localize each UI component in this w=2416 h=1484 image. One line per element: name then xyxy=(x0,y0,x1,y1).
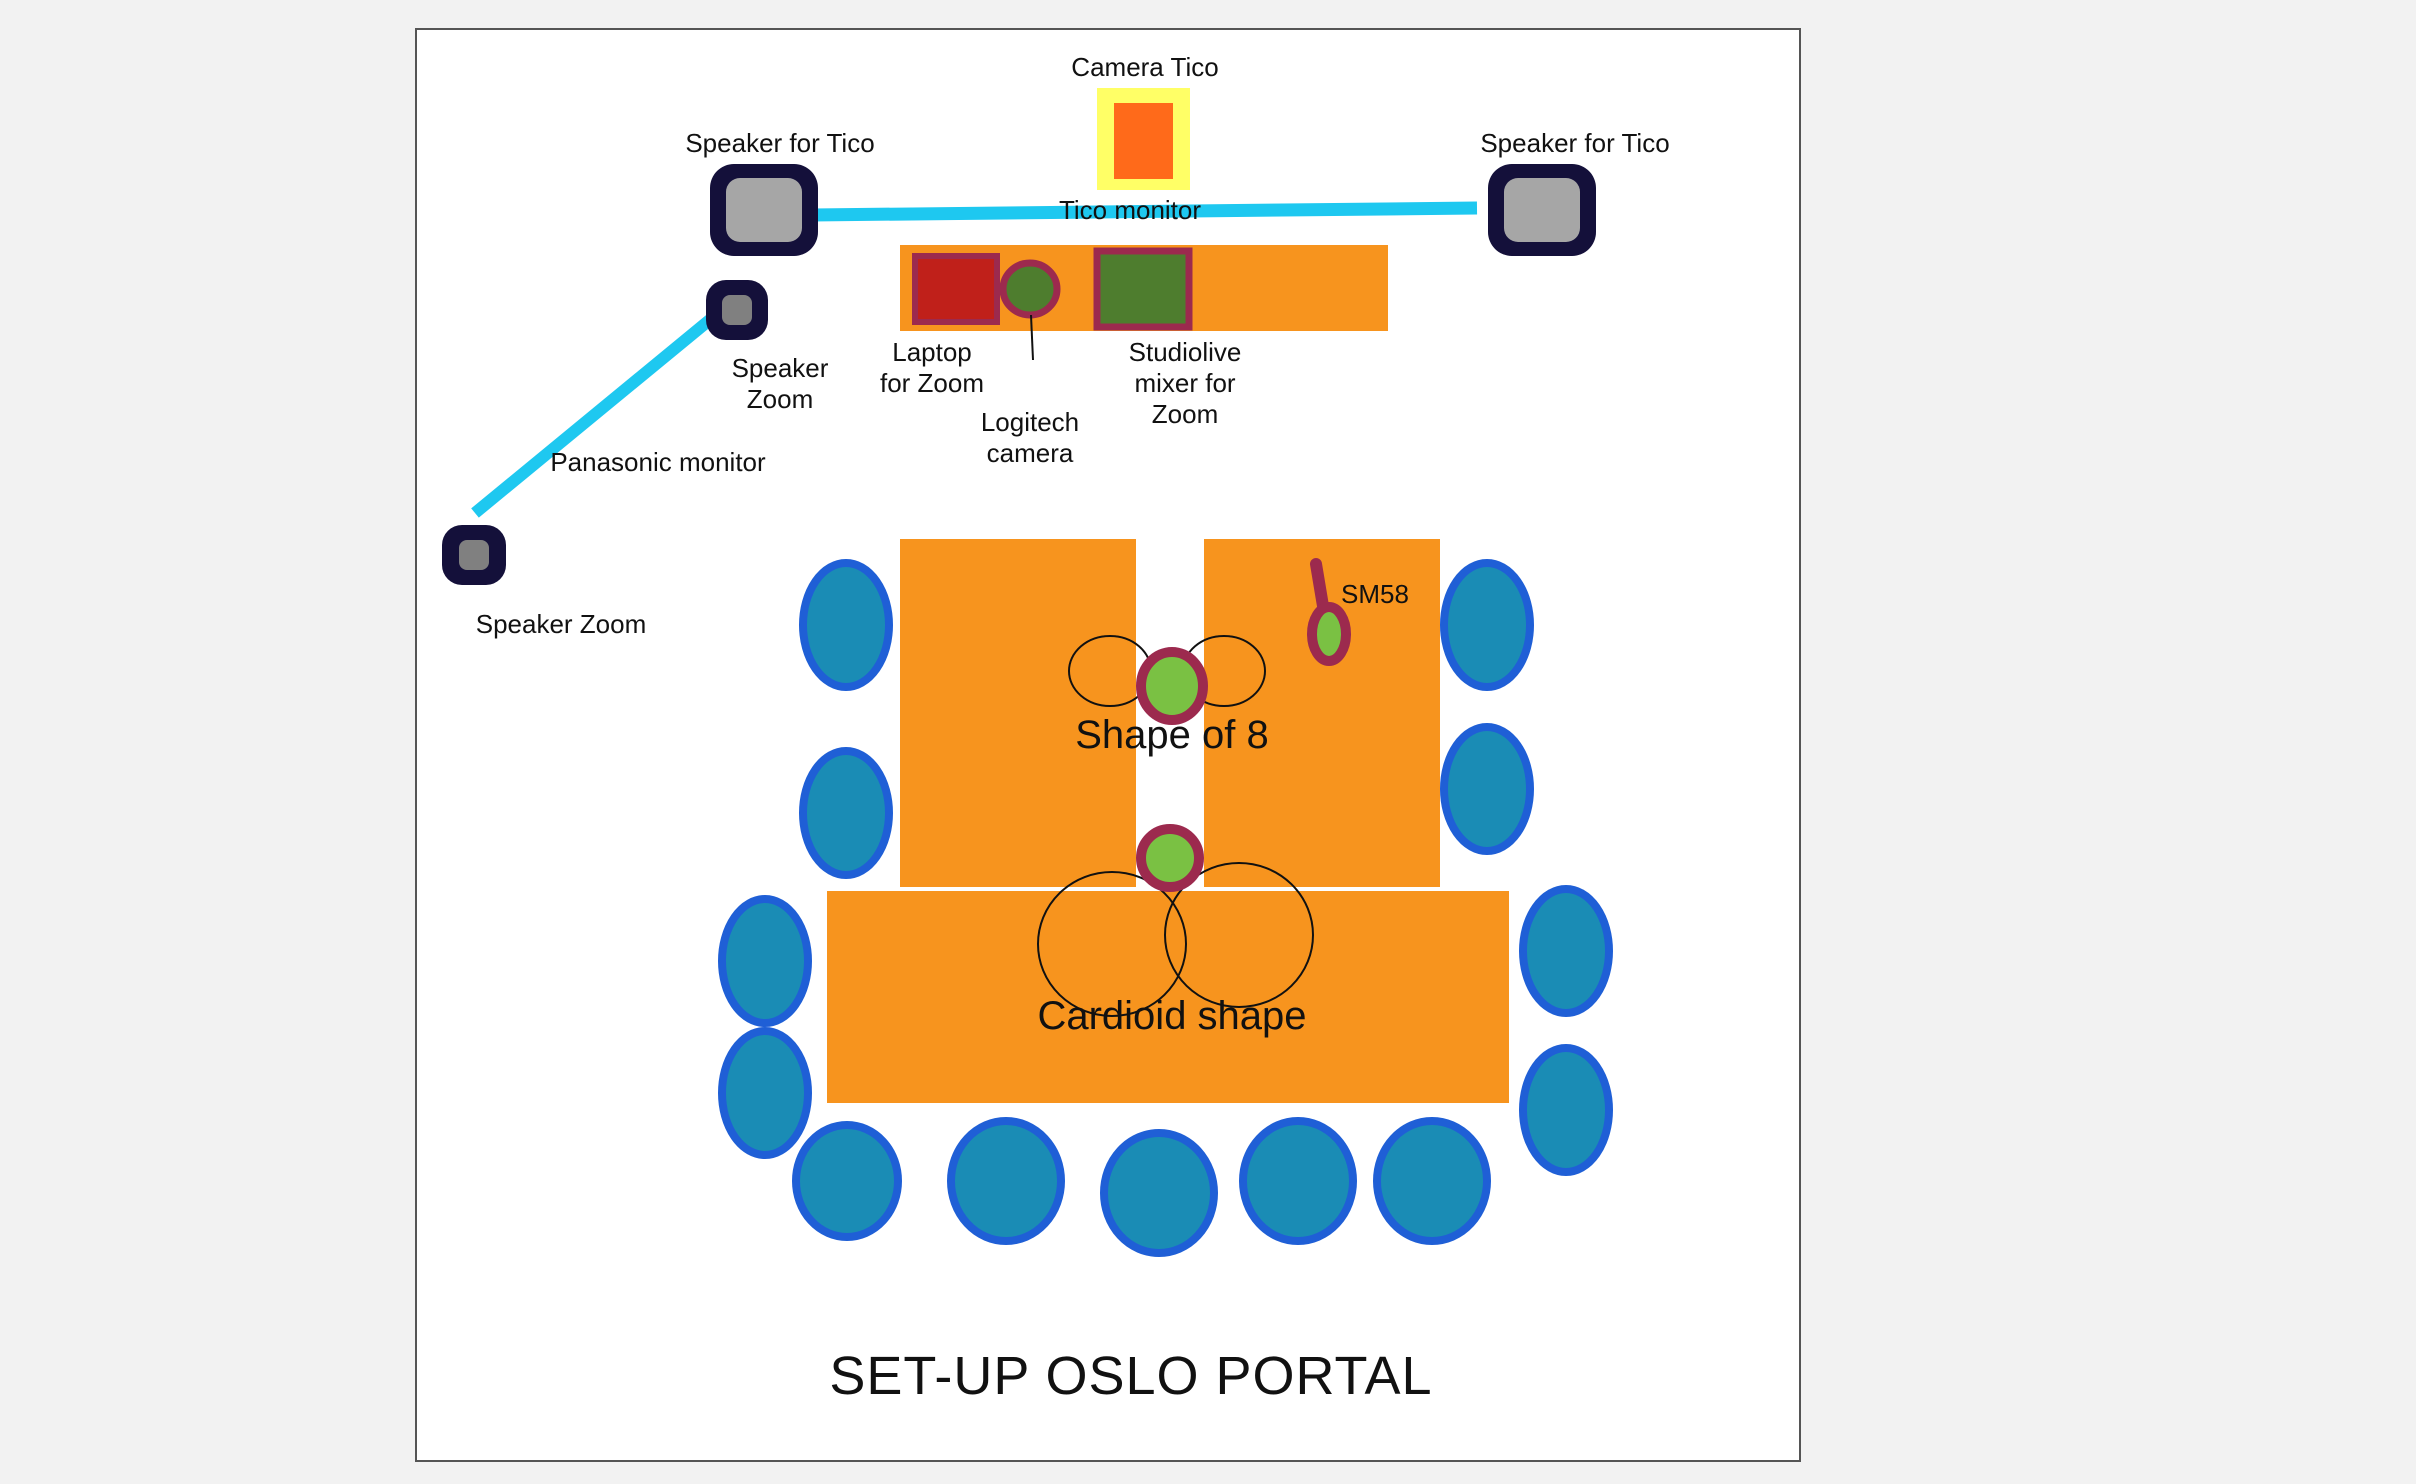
label-camera-tico: Camera Tico xyxy=(1071,52,1219,82)
chair xyxy=(1519,885,1613,1017)
studiolive-mixer xyxy=(1093,247,1193,331)
speaker-zoom-upper-cone xyxy=(722,295,752,325)
label-logitech: Logitech camera xyxy=(980,407,1080,468)
label-speaker-zoom-lower: Speaker Zoom xyxy=(475,609,647,639)
chair xyxy=(1100,1129,1218,1257)
cardioid-lobe-left xyxy=(1037,871,1187,1017)
chair xyxy=(947,1117,1065,1245)
label-speaker-tico-left: Speaker for Tico xyxy=(685,128,875,158)
label-laptop: Laptop for Zoom xyxy=(879,337,985,398)
sm58-microphone xyxy=(1307,602,1351,666)
chair xyxy=(718,1027,812,1159)
chair xyxy=(1519,1044,1613,1176)
laptop-for-zoom xyxy=(912,253,1000,325)
figure8-microphone xyxy=(1136,647,1208,725)
chair xyxy=(1440,559,1534,691)
label-sm58: SM58 xyxy=(1341,579,1409,609)
chair xyxy=(718,895,812,1027)
label-speaker-tico-right: Speaker for Tico xyxy=(1480,128,1670,158)
speaker-tico-right-cone xyxy=(1504,178,1580,242)
logitech-camera xyxy=(999,259,1061,319)
speaker-tico-left-cone xyxy=(726,178,802,242)
label-cardioid: Cardioid shape xyxy=(1037,994,1307,1038)
label-speaker-zoom-upper: Speaker Zoom xyxy=(731,353,829,414)
label-panasonic-monitor: Panasonic monitor xyxy=(550,447,766,477)
diagram-title: SET-UP OSLO PORTAL xyxy=(829,1346,1433,1406)
panasonic-monitor-line xyxy=(471,313,716,518)
chair xyxy=(1373,1117,1491,1245)
table-left xyxy=(900,539,1136,887)
logitech-pointer xyxy=(1030,314,1034,361)
cardioid-microphone xyxy=(1136,824,1204,892)
chair xyxy=(799,559,893,691)
chair xyxy=(1239,1117,1357,1245)
cardioid-lobe-right xyxy=(1164,862,1314,1008)
chairs xyxy=(718,559,1613,1257)
tico-monitor-line xyxy=(811,201,1478,222)
chair xyxy=(1440,723,1534,855)
label-tico-monitor: Tico monitor xyxy=(1058,195,1202,225)
chair xyxy=(799,747,893,879)
label-shape-of-8: Shape of 8 xyxy=(1075,713,1269,757)
speaker-zoom-lower-cone xyxy=(459,540,489,570)
camera-tico-lens xyxy=(1114,103,1173,179)
table-bottom xyxy=(827,891,1509,1103)
chair xyxy=(792,1121,902,1241)
label-studiolive: Studiolive mixer for Zoom xyxy=(1128,337,1242,429)
